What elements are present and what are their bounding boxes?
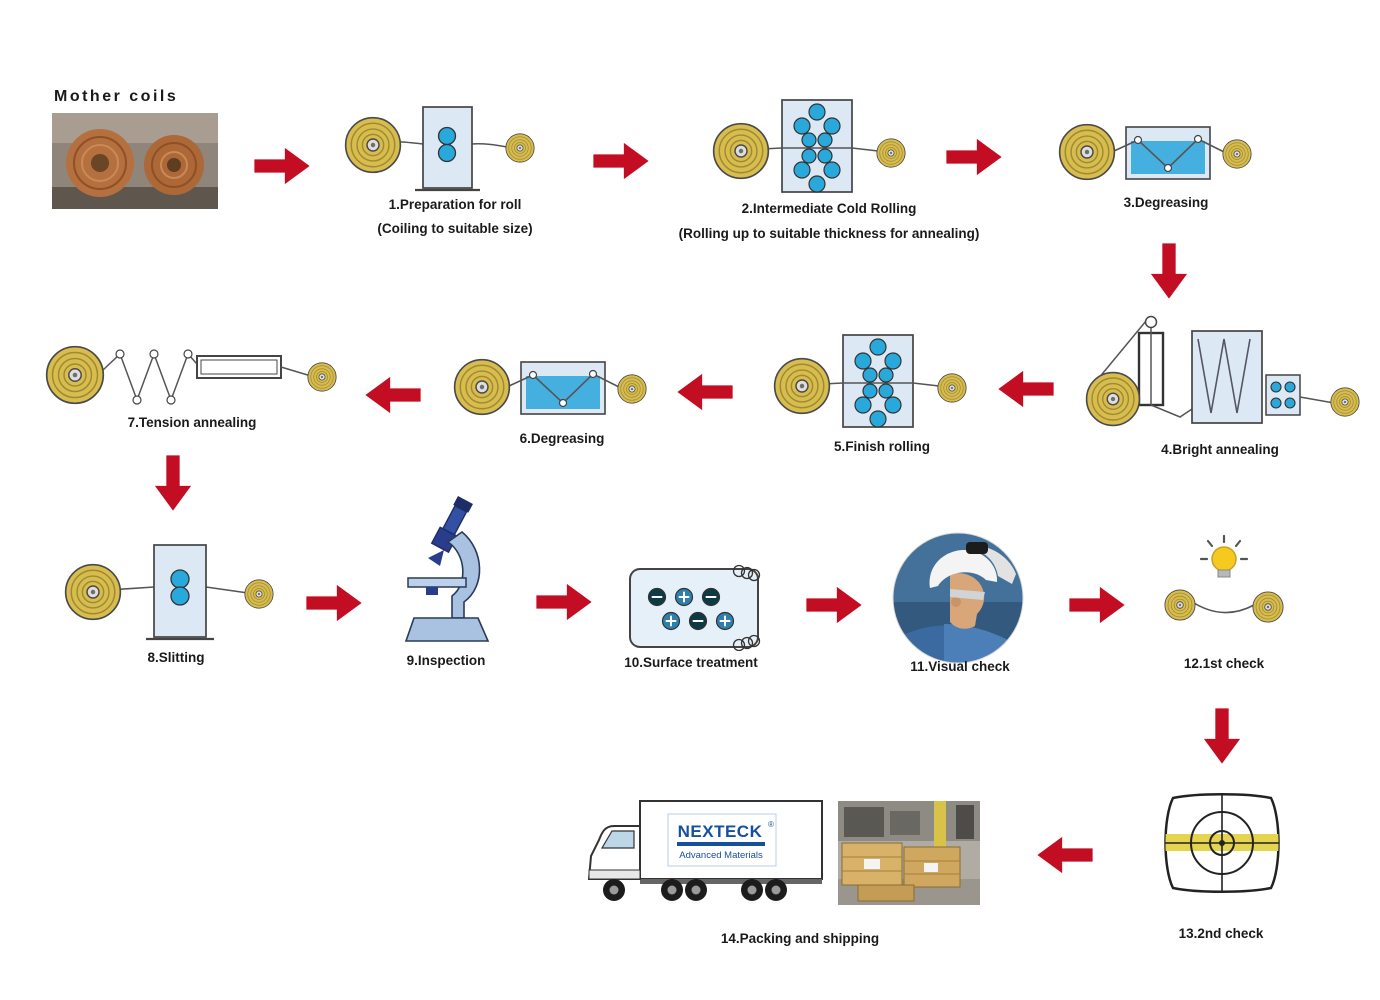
- visual-check-photo: [892, 532, 1024, 664]
- yellow-pillar: [934, 801, 946, 853]
- flow-arrow-1: [253, 146, 311, 186]
- worker-face: [950, 573, 985, 629]
- truck-tagline-text: Advanced Materials: [679, 850, 763, 861]
- coil-icon: [1222, 139, 1252, 169]
- step-7-label: 7.Tension annealing: [127, 415, 257, 430]
- coil-icon: [617, 374, 647, 404]
- step-4-label: 4.Bright annealing: [1161, 442, 1279, 457]
- step-12-label: 12.1st check: [1183, 656, 1265, 671]
- step-13-label: 13.2nd check: [1178, 926, 1264, 941]
- shipping-truck-icon: NEXTECK ® Advanced Materials: [574, 798, 826, 910]
- step-5-label: 5.Finish rolling: [833, 439, 930, 454]
- step-11-label: 11.Visual check: [910, 659, 1010, 674]
- flow-arrow-5: [997, 369, 1055, 409]
- coil-icon: [712, 122, 770, 180]
- flow-arrow-7: [364, 375, 422, 415]
- annealing-oven: [196, 355, 282, 379]
- step-8-label: 8.Slitting: [147, 650, 205, 665]
- flow-arrow-12: [1068, 585, 1126, 625]
- microscope-objective: [428, 550, 444, 566]
- coil-icon: [876, 138, 906, 168]
- coil-icon: [773, 357, 831, 415]
- strip-coil-spring: [732, 564, 761, 652]
- coil-icon: [244, 579, 274, 609]
- finish-rolling-icon: [773, 333, 968, 430]
- cab-window: [600, 830, 635, 849]
- step-2-label: 2.Intermediate Cold Rolling: [741, 201, 917, 216]
- head-lamp: [966, 542, 988, 554]
- coil-icon: [1164, 589, 1196, 621]
- truck-reg-text: ®: [768, 820, 774, 829]
- step-1-label: 1.Preparation for roll: [388, 197, 522, 212]
- flow-arrow-9: [305, 583, 363, 623]
- flow-arrow-13: [1202, 706, 1242, 766]
- flow-arrow-6: [676, 372, 734, 412]
- step-6-label: 6.Degreasing: [519, 431, 605, 446]
- slitter-knife: [170, 586, 190, 606]
- top-roller: [1144, 315, 1158, 329]
- degreasing-icon: [1058, 115, 1258, 193]
- coil-icon: [1330, 387, 1360, 417]
- coil-icon: [505, 133, 535, 163]
- flow-arrow-4: [1149, 242, 1189, 300]
- first-check-icon: [1156, 533, 1291, 631]
- microscope-eyepiece: [430, 495, 473, 554]
- coil-icon: [1058, 123, 1116, 181]
- wooden-crates: [841, 842, 961, 902]
- mill-rollers: [793, 103, 841, 193]
- step-3-label: 3.Degreasing: [1123, 195, 1209, 210]
- second-check-icon: [1157, 792, 1287, 894]
- packing-photo: [838, 801, 980, 905]
- tension-annealing-icon: [45, 342, 340, 420]
- coil-icon: [1085, 371, 1141, 427]
- white-cap: [929, 549, 998, 588]
- festoon-rollers: [115, 349, 193, 405]
- coil-icon: [307, 362, 337, 392]
- microscope-stage: [407, 577, 467, 588]
- step-2-sublabel: (Rolling up to suitable thickness for an…: [678, 226, 980, 241]
- coil-icon: [937, 373, 967, 403]
- roller: [437, 143, 457, 163]
- surface-treatment-icon: [627, 557, 769, 652]
- step-1-sublabel: (Coiling to suitable size): [377, 221, 533, 236]
- degreasing-2-icon: [453, 350, 653, 428]
- treatment-bath: [629, 568, 759, 648]
- light-bulb: [1211, 546, 1237, 572]
- coil-icon: [1252, 591, 1284, 623]
- step-10-label: 10.Surface treatment: [624, 655, 758, 670]
- flow-arrow-11: [805, 585, 863, 625]
- truck-brand-text: NEXTECK: [678, 822, 763, 841]
- slitting-icon: [64, 543, 276, 645]
- mother-coils-title: Mother coils: [54, 88, 179, 105]
- microscope-arm: [446, 530, 481, 619]
- flow-arrow-3: [945, 137, 1003, 177]
- nexteck-logo: NEXTECK ® Advanced Materials: [667, 813, 777, 867]
- intermediate-cold-rolling-icon: [712, 98, 907, 195]
- coil-icon: [344, 116, 402, 174]
- mother-coils-photo: [52, 113, 218, 209]
- step-9-label: 9.Inspection: [406, 653, 486, 668]
- bright-annealing-icon: [1080, 313, 1365, 435]
- light-rays: [1199, 534, 1249, 561]
- mill-rollers: [854, 338, 902, 428]
- target-circle: [1190, 811, 1254, 875]
- roller: [437, 126, 457, 146]
- step-14-label: 14.Packing and shipping: [720, 931, 880, 946]
- slitter-knife: [170, 569, 190, 589]
- coil-icon: [45, 345, 105, 405]
- microscope-base: [404, 617, 490, 642]
- preparation-for-roll-icon: [344, 104, 536, 196]
- safety-glasses: [950, 589, 985, 600]
- furnace-body: [1191, 330, 1263, 424]
- pinch-roll-unit: [1265, 374, 1301, 416]
- coil-icon: [453, 358, 511, 416]
- flow-arrow-8: [153, 454, 193, 512]
- flow-arrow-14: [1036, 835, 1094, 875]
- coil-icon: [64, 563, 122, 621]
- flow-arrow-2: [592, 141, 650, 181]
- flow-arrow-10: [535, 582, 593, 622]
- inspection-microscope-icon: [402, 494, 494, 646]
